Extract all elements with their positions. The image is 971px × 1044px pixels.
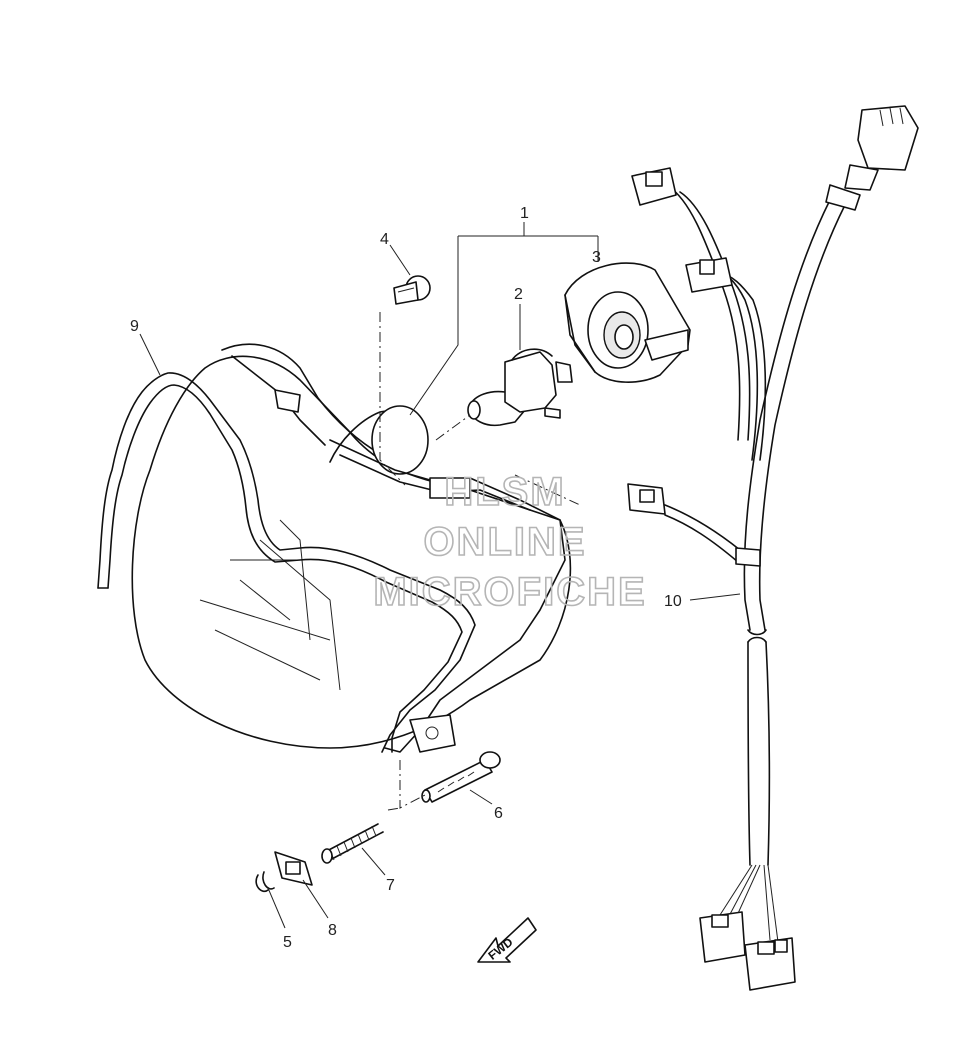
seal-strip [97,372,476,753]
headlight-housing [131,343,572,753]
callout-4: 4 [380,231,389,248]
callout-3: 3 [592,249,601,266]
callouts: 1 2 3 4 5 6 7 8 9 10 [130,205,682,951]
callout-1: 1 [520,205,529,222]
callout-9: 9 [130,318,139,335]
callout-8: 8 [328,922,337,939]
fwd-arrow-icon: FWD [477,917,537,963]
grommet-pin [393,275,431,305]
adjuster-spring [321,823,384,864]
bulb-cover [564,262,691,383]
nut-plate [274,851,313,886]
leader-lines [139,222,741,929]
watermark: HLSM ONLINE MICROFICHE [373,469,646,615]
callout-10: 10 [664,593,682,610]
headlight-bulb [467,348,573,427]
watermark-line3: MICROFICHE [373,570,646,614]
callout-2: 2 [514,286,523,303]
watermark-line2: ONLINE [423,520,586,564]
callout-7: 7 [386,877,395,894]
callout-5: 5 [283,934,292,951]
watermark-line1: HLSM [444,470,565,514]
callout-6: 6 [494,805,503,822]
adjusting-screw [421,751,501,803]
retaining-clip [255,871,275,893]
wire-harness [627,105,919,991]
